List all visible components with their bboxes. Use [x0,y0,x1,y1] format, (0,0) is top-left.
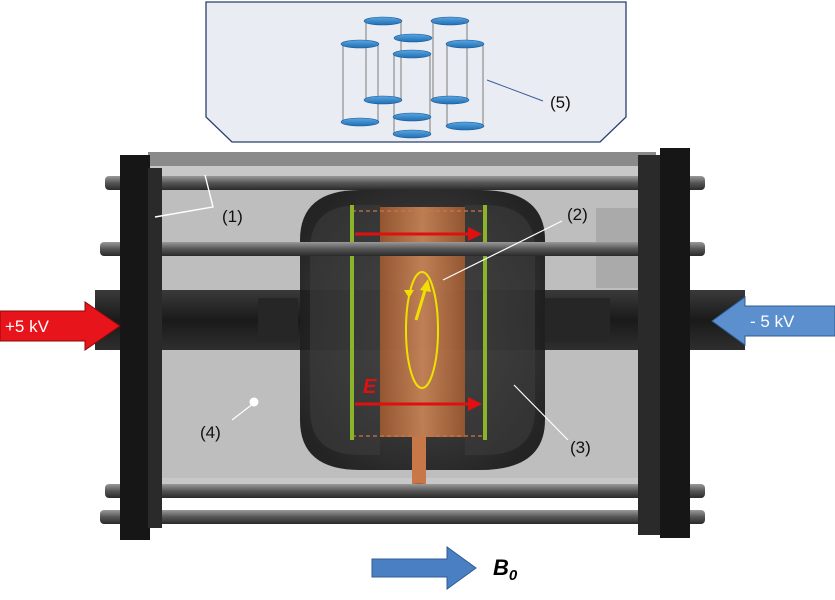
callout-5-label: (5) [550,93,571,112]
callout-1-leader [154,174,214,218]
negative-voltage-arrow [711,296,835,346]
positive-voltage-label: +5 kV [5,317,50,336]
b0-label-sub: 0 [509,567,518,584]
callout-5-leader [486,79,544,102]
callout-3-label: (3) [570,438,591,457]
end-flanges [120,148,690,540]
ion-orbit [404,271,439,389]
ion-stack-diagram [342,22,484,133]
ion-discs [340,16,485,139]
callout-2-label: (2) [567,205,588,224]
callout-4-dot [249,397,259,407]
e-field-label: E [363,376,377,398]
inset-panel [205,1,627,143]
callout-3-leader [513,384,569,441]
b0-arrow [371,546,477,590]
threaded-rods [100,176,705,524]
positive-voltage-arrow [0,301,121,351]
callout-2-leader [442,220,563,281]
callout-4-leader [231,402,255,421]
callout-4-label: (4) [200,423,221,442]
b0-label-main: B [493,555,509,580]
e-field-arrows [355,227,482,411]
callout-1-label: (1) [222,207,243,226]
b0-label: B0 [493,555,518,584]
negative-voltage-label: - 5 kV [750,312,795,331]
